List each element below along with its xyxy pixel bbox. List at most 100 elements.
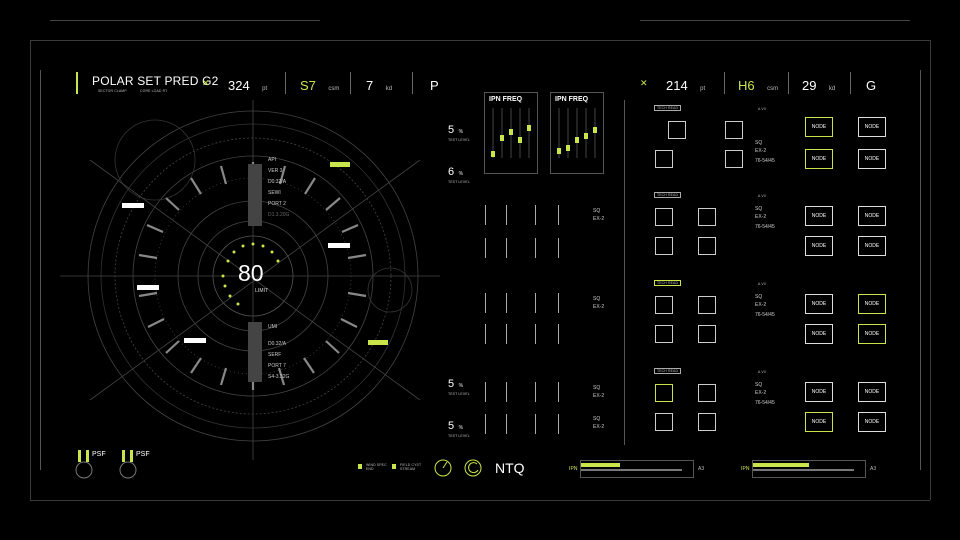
stat-right-3: 29 kd xyxy=(802,77,835,95)
column-divider xyxy=(624,100,625,445)
ex-label: EX-2 xyxy=(755,390,767,396)
mini-box xyxy=(485,414,507,434)
level-label: TEST LEVEL xyxy=(448,180,470,184)
progress-fill xyxy=(581,463,621,467)
stat-right-1: 214 pt xyxy=(666,77,705,95)
row-title: A VII xyxy=(758,107,766,111)
progress-track xyxy=(581,469,682,471)
sq-label: SQ xyxy=(755,294,763,300)
panel-title: POLAR SET PRED G2 xyxy=(92,74,219,88)
level-value: 5 xyxy=(448,378,455,390)
info-line: PORT 2 xyxy=(268,201,286,207)
stat-value: 29 xyxy=(802,78,817,93)
stat-value: P xyxy=(430,78,439,93)
stat-unit: pt xyxy=(262,86,268,92)
node-box xyxy=(698,208,716,226)
bottom-frame-line xyxy=(30,500,930,501)
node-badge: NODE xyxy=(805,412,833,432)
ex-label: EX-2 xyxy=(593,393,605,399)
psf-icons xyxy=(75,450,137,479)
info-line: D1.3.20G xyxy=(268,212,290,218)
node-box xyxy=(655,413,673,431)
stat-unit: pt xyxy=(700,86,706,92)
freq-panel-1: IPN FREQ xyxy=(484,92,538,174)
node-row-4: TECH READ A VII SQ EX-2 76-54/45 NODE NO… xyxy=(630,368,905,448)
stat-left-3: 7 kd xyxy=(366,77,392,95)
tech-tag: TECH READ xyxy=(654,280,682,286)
node-badge: NODE xyxy=(805,382,833,402)
freq-panel-title: IPN FREQ xyxy=(489,96,523,103)
node-badge: NODE xyxy=(858,149,886,169)
ex-label: EX-2 xyxy=(755,148,767,154)
dial-upper-info: API VER 3 D0.32/A SEWI PORT 2 D1.3.20G xyxy=(268,155,289,221)
node-box xyxy=(698,384,716,402)
mini-box xyxy=(535,414,559,434)
dial-tag xyxy=(328,243,350,248)
level-unit: % xyxy=(458,383,464,389)
row-title: A VII xyxy=(758,370,766,374)
node-badge: NODE xyxy=(805,117,833,137)
divider xyxy=(350,72,351,94)
dial-tag-accent xyxy=(330,162,350,167)
psf-label-2: PSF xyxy=(136,451,150,458)
panel-subtitle-2: CORE LOAD RT xyxy=(140,89,168,93)
bar-end-1: A3 xyxy=(698,466,705,472)
stat-left-4: P xyxy=(430,77,439,95)
node-badge: NODE xyxy=(858,117,886,137)
crosshair-icon-right: ✕ xyxy=(640,78,648,88)
node-badge: NODE xyxy=(858,294,886,314)
ex-label: EX-2 xyxy=(755,214,767,220)
ex-label: EX-2 xyxy=(593,424,605,430)
node-box xyxy=(655,296,673,314)
progress-bar-2 xyxy=(752,460,866,478)
test-level-3: 5 % TEST LEVEL xyxy=(448,374,470,396)
left-frame-line xyxy=(30,40,31,500)
info-block-upper xyxy=(248,164,262,226)
freq-bars xyxy=(491,108,531,158)
info-line: VER 3 xyxy=(268,168,283,174)
gauge-icons xyxy=(434,459,482,477)
bar-end-2: A3 xyxy=(870,466,877,472)
stat-value: 324 xyxy=(228,78,250,93)
sq-label: SQ xyxy=(755,206,763,212)
row-title: A VII xyxy=(758,282,766,286)
legend-swatch xyxy=(358,464,362,469)
info-block-lower xyxy=(248,322,262,382)
sq-label: SQ xyxy=(593,296,601,302)
crosshair-icon: ✕ xyxy=(202,78,210,88)
progress-bar-1 xyxy=(580,460,694,478)
tech-tag: TECH READ xyxy=(654,105,682,111)
freq-panel-2: IPN FREQ xyxy=(550,92,604,174)
ex-label: EX-2 xyxy=(755,302,767,308)
freq-panel-title: IPN FREQ xyxy=(555,96,589,103)
row-title: A VII xyxy=(758,194,766,198)
node-badge: NODE xyxy=(805,236,833,256)
info-line: S4-3.32G xyxy=(268,374,290,380)
level-label: TEST LEVEL xyxy=(448,392,470,396)
stat-value: H6 xyxy=(738,78,755,93)
stat-unit: kd xyxy=(385,86,393,92)
node-box xyxy=(655,208,673,226)
tech-tag: TECH READ xyxy=(654,368,682,374)
node-badge: NODE xyxy=(858,324,886,344)
left-inner-rail xyxy=(40,70,41,470)
stat-value: 7 xyxy=(366,78,374,93)
dial-tag-accent xyxy=(368,340,388,345)
node-badge: NODE xyxy=(805,294,833,314)
info-line: PORT 7 xyxy=(268,363,286,369)
stat-value: G xyxy=(866,78,877,93)
radar-dial xyxy=(60,100,440,460)
info-line: API xyxy=(268,157,277,163)
sq-label: SQ xyxy=(593,208,601,214)
node-row-1: TECH READ A VII SQ EX-2 76-54/45 NODE NO… xyxy=(630,105,905,185)
code-label: 76-54/45 xyxy=(755,400,775,406)
node-box xyxy=(655,325,673,343)
info-line: SERF xyxy=(268,352,282,358)
node-badge: NODE xyxy=(858,382,886,402)
ex-label: EX-2 xyxy=(593,304,605,310)
top-frame-line xyxy=(30,40,930,41)
node-box xyxy=(698,325,716,343)
mini-box xyxy=(535,324,559,344)
psf-label-1: PSF xyxy=(92,451,106,458)
level-value: 5 xyxy=(448,124,455,136)
